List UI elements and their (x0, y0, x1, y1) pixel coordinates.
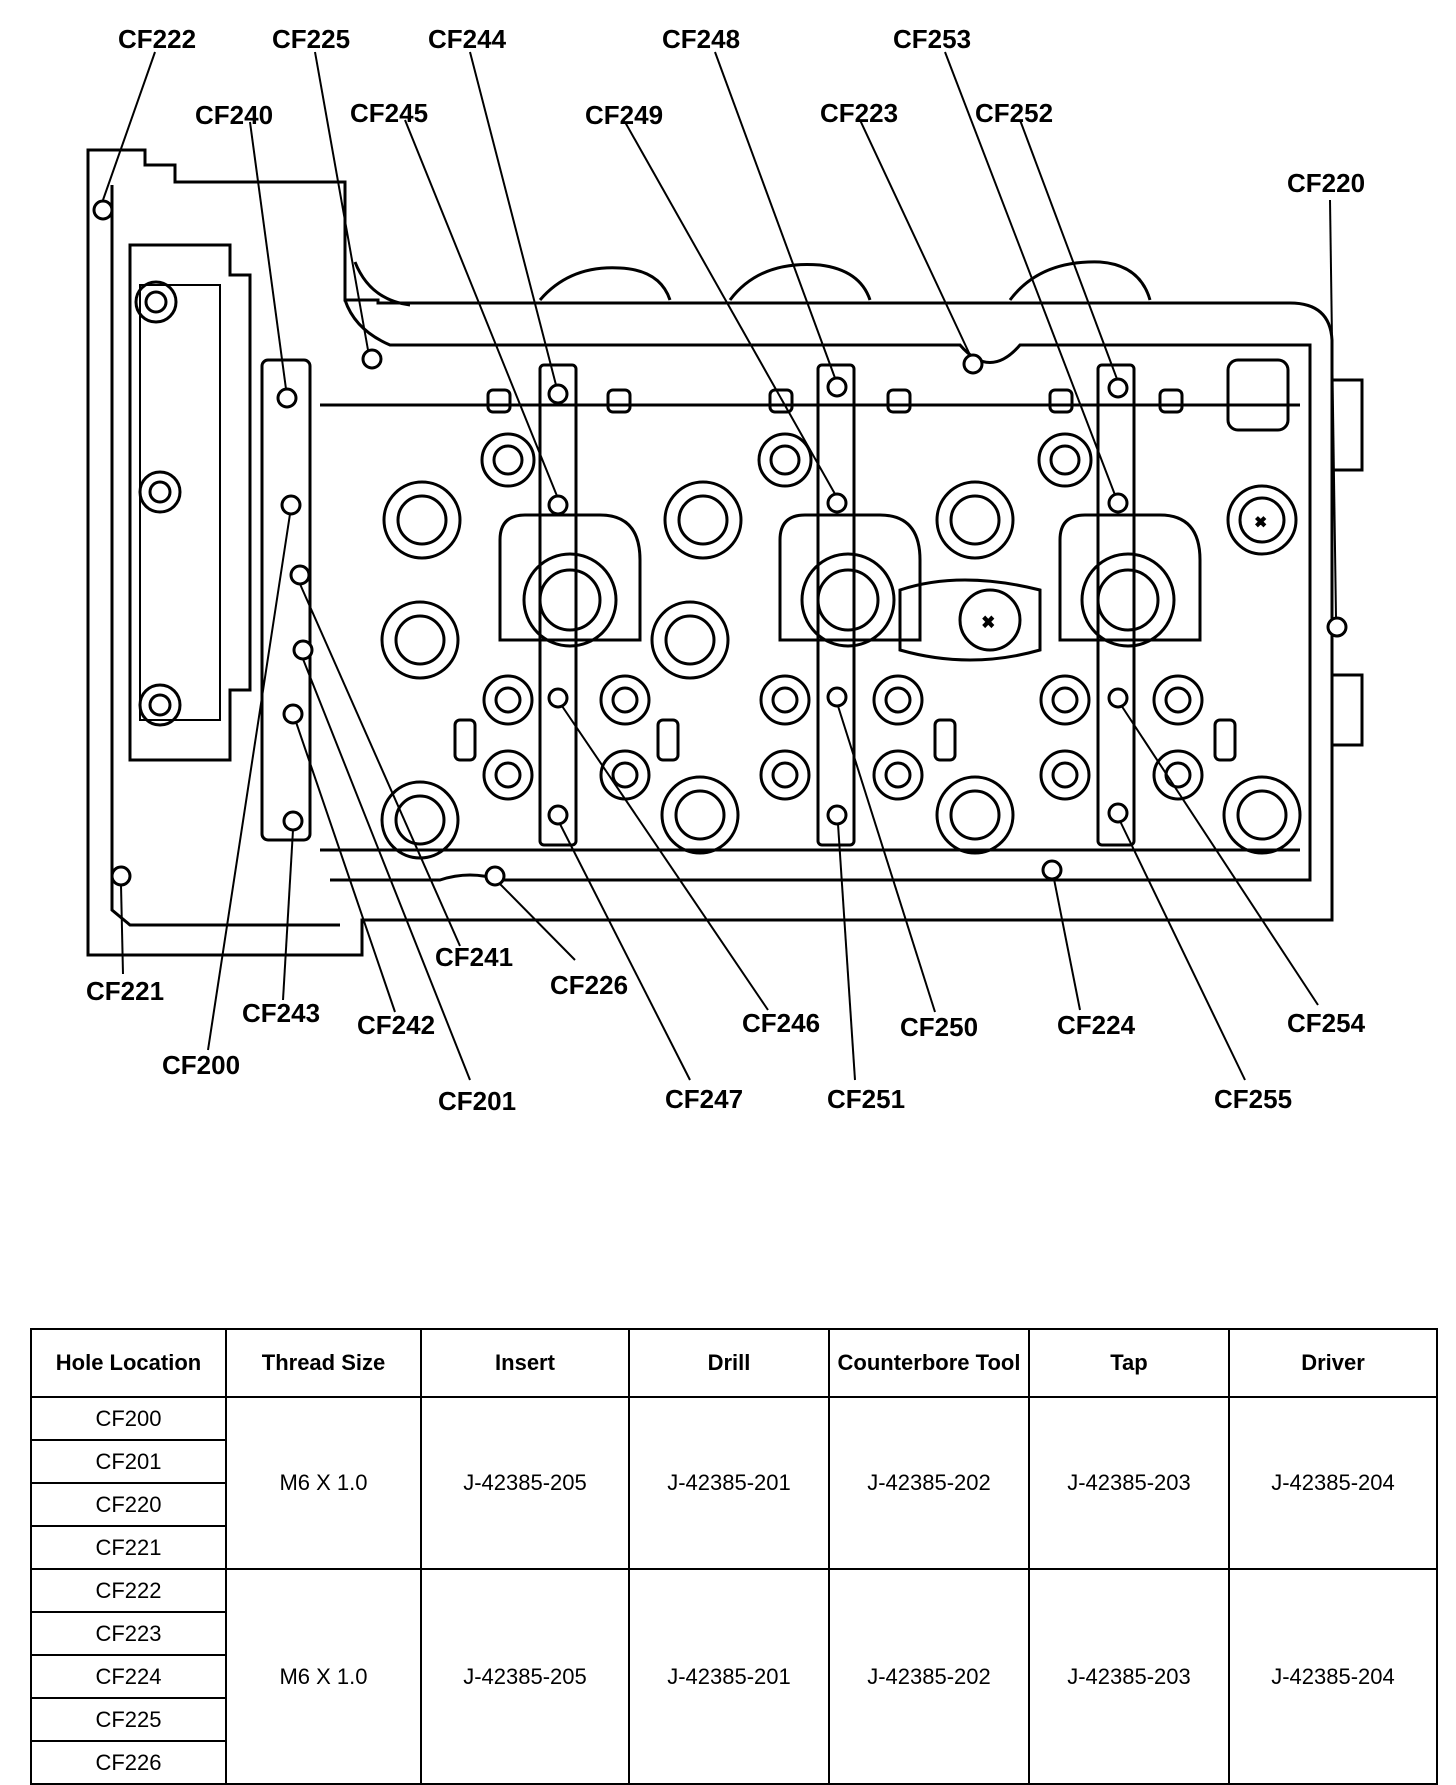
insert-tool-table: Hole Location Thread Size Insert Drill C… (30, 1328, 1438, 1785)
counterbore-cell: J-42385-202 (828, 1396, 1030, 1570)
thread-size-cell: M6 X 1.0 (225, 1568, 422, 1785)
callout-label: CF225 (272, 24, 350, 54)
table-row: CF201 (30, 1439, 1437, 1484)
table-row: CF223 (30, 1611, 1437, 1656)
table-row: CF200 M6 X 1.0 J-42385-205 J-42385-201 J… (30, 1396, 1438, 1570)
hole-location-cell: CF222 (30, 1568, 227, 1613)
leader-lines (102, 51, 1337, 1081)
header-drill: Drill (628, 1328, 830, 1398)
hole-location-cell: CF201 (30, 1439, 227, 1484)
svg-text:×: × (983, 612, 994, 632)
callout-label: CF251 (827, 1084, 905, 1114)
hole-location-cell: CF225 (30, 1697, 227, 1742)
header-thread-size: Thread Size (225, 1328, 422, 1398)
callout-label: CF255 (1214, 1084, 1292, 1114)
callout-label: CF245 (350, 98, 428, 128)
thread-size-cell: M6 X 1.0 (225, 1396, 422, 1570)
cylinder-head-outline: × × (86, 148, 1364, 957)
callout-labels: CF222 CF225 CF244 CF248 CF253 CF240 CF24… (86, 24, 1366, 1116)
cylinder-head-diagram: × × (86, 24, 1366, 1116)
svg-text:×: × (1256, 514, 1265, 531)
hole-location-cell: CF200 (30, 1396, 227, 1441)
header-driver: Driver (1228, 1328, 1438, 1398)
callout-label: CF246 (742, 1008, 820, 1038)
callout-label: CF253 (893, 24, 971, 54)
driver-cell: J-42385-204 (1228, 1568, 1438, 1785)
drill-cell: J-42385-201 (628, 1568, 830, 1785)
callout-label: CF226 (550, 970, 628, 1000)
callout-label: CF222 (118, 24, 196, 54)
tap-cell: J-42385-203 (1028, 1568, 1230, 1785)
table-header-row: Hole Location Thread Size Insert Drill C… (30, 1328, 1438, 1398)
hole-location-cell: CF223 (30, 1611, 227, 1656)
callout-label: CF250 (900, 1012, 978, 1042)
callout-label: CF243 (242, 998, 320, 1028)
callout-label: CF254 (1287, 1008, 1366, 1038)
drill-cell: J-42385-201 (628, 1396, 830, 1570)
callout-label: CF247 (665, 1084, 743, 1114)
callout-label: CF223 (820, 98, 898, 128)
header-hole-location: Hole Location (30, 1328, 227, 1398)
counterbore-cell: J-42385-202 (828, 1568, 1030, 1785)
callout-label: CF252 (975, 98, 1053, 128)
table-row: CF226 (30, 1740, 1437, 1785)
callout-label: CF244 (428, 24, 507, 54)
header-tap: Tap (1028, 1328, 1230, 1398)
hole-location-cell: CF221 (30, 1525, 227, 1570)
hole-location-cell: CF224 (30, 1654, 227, 1699)
table-row: CF221 (30, 1525, 1437, 1570)
insert-cell: J-42385-205 (420, 1396, 630, 1570)
hole-markers (92, 199, 1348, 887)
callout-label: CF242 (357, 1010, 435, 1040)
callout-label: CF249 (585, 100, 663, 130)
driver-cell: J-42385-204 (1228, 1396, 1438, 1570)
table-row: CF220 (30, 1482, 1437, 1527)
hole-location-cell: CF220 (30, 1482, 227, 1527)
callout-label: CF201 (438, 1086, 516, 1116)
tap-cell: J-42385-203 (1028, 1396, 1230, 1570)
header-counterbore-tool: Counterbore Tool (828, 1328, 1030, 1398)
hole-location-cell: CF226 (30, 1740, 227, 1785)
callout-label: CF240 (195, 100, 273, 130)
insert-cell: J-42385-205 (420, 1568, 630, 1785)
table-row: CF222 M6 X 1.0 J-42385-205 J-42385-201 J… (30, 1568, 1438, 1785)
table-row: CF224 (30, 1654, 1437, 1699)
table-row: CF225 (30, 1697, 1437, 1742)
header-insert: Insert (420, 1328, 630, 1398)
callout-label: CF221 (86, 976, 164, 1006)
callout-label: CF241 (435, 942, 513, 972)
callout-label: CF220 (1287, 168, 1365, 198)
callout-label: CF248 (662, 24, 740, 54)
callout-label: CF224 (1057, 1010, 1136, 1040)
callout-label: CF200 (162, 1050, 240, 1080)
